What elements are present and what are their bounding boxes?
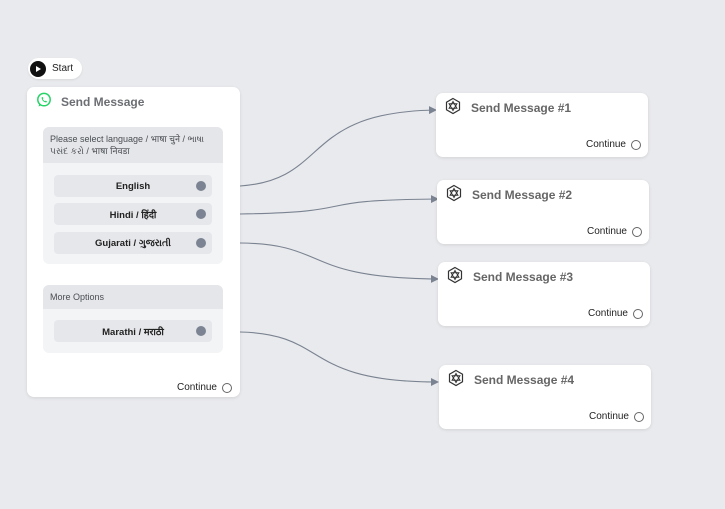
send-message-1-node[interactable]: Send Message #1 Continue bbox=[436, 93, 648, 157]
continue-label: Continue bbox=[585, 139, 626, 150]
send-message-2-node[interactable]: Send Message #2 Continue bbox=[437, 180, 649, 244]
group-header: Please select language / भाषा चुने / ભાષ… bbox=[43, 127, 223, 163]
continue-handle[interactable] bbox=[634, 411, 644, 422]
send-message-4-node[interactable]: Send Message #4 Continue bbox=[439, 365, 651, 429]
node-header: Send Message bbox=[27, 87, 240, 117]
option-marathi[interactable]: Marathi / मराठी bbox=[54, 320, 212, 342]
node-title: Send Message bbox=[61, 95, 145, 109]
option-handle[interactable] bbox=[196, 238, 206, 248]
openai-icon bbox=[447, 369, 465, 392]
whatsapp-icon bbox=[36, 92, 52, 113]
continue-label: Continue bbox=[588, 411, 629, 422]
node-header: Send Message #1 bbox=[436, 93, 648, 123]
node-title: Send Message #2 bbox=[472, 188, 573, 202]
continue-output[interactable]: Continue bbox=[586, 139, 641, 150]
play-icon bbox=[30, 60, 46, 77]
continue-output[interactable]: Continue bbox=[587, 226, 642, 237]
send-message-node[interactable]: Send Message Please select language / भा… bbox=[27, 87, 240, 397]
option-label: English bbox=[115, 180, 151, 192]
node-title: Send Message #1 bbox=[471, 101, 572, 115]
option-hindi[interactable]: Hindi / हिंदी bbox=[54, 203, 212, 225]
option-label: Gujarati / ગુજરાતી bbox=[95, 237, 171, 249]
continue-output[interactable]: Continue bbox=[177, 382, 232, 393]
option-handle[interactable] bbox=[196, 326, 206, 336]
continue-output[interactable]: Continue bbox=[589, 411, 644, 422]
continue-label: Continue bbox=[176, 382, 217, 393]
option-handle[interactable] bbox=[196, 181, 206, 191]
node-title: Send Message #3 bbox=[473, 270, 574, 284]
edge-hindi-to-message-2 bbox=[239, 195, 439, 215]
language-option-group: Please select language / भाषा चुने / ભાષ… bbox=[43, 127, 223, 264]
option-handle[interactable] bbox=[196, 209, 206, 219]
group-header: More Options bbox=[43, 285, 223, 309]
edge-english-to-message-1 bbox=[239, 106, 437, 187]
continue-handle[interactable] bbox=[222, 382, 232, 393]
continue-handle[interactable] bbox=[632, 226, 642, 237]
edge-marathi-to-message-4 bbox=[239, 331, 439, 386]
edge-gujarati-to-message-3 bbox=[239, 242, 439, 283]
option-label: Marathi / मराठी bbox=[102, 326, 164, 338]
continue-handle[interactable] bbox=[631, 139, 641, 150]
openai-icon bbox=[444, 97, 462, 120]
node-title: Send Message #4 bbox=[474, 373, 575, 387]
continue-label: Continue bbox=[587, 308, 628, 319]
openai-icon bbox=[445, 184, 463, 207]
openai-icon bbox=[446, 266, 464, 289]
option-english[interactable]: English bbox=[54, 175, 212, 197]
node-header: Send Message #2 bbox=[437, 180, 649, 210]
continue-label: Continue bbox=[586, 226, 627, 237]
node-header: Send Message #3 bbox=[438, 262, 650, 292]
more-options-group: More Options Marathi / मराठी bbox=[43, 285, 223, 353]
option-label: Hindi / हिंदी bbox=[109, 209, 157, 221]
send-message-3-node[interactable]: Send Message #3 Continue bbox=[438, 262, 650, 326]
start-label: Start bbox=[52, 63, 74, 74]
start-node[interactable]: Start bbox=[28, 58, 82, 79]
node-header: Send Message #4 bbox=[439, 365, 651, 395]
option-gujarati[interactable]: Gujarati / ગુજરાતી bbox=[54, 232, 212, 254]
continue-output[interactable]: Continue bbox=[588, 308, 643, 319]
continue-handle[interactable] bbox=[633, 308, 643, 319]
